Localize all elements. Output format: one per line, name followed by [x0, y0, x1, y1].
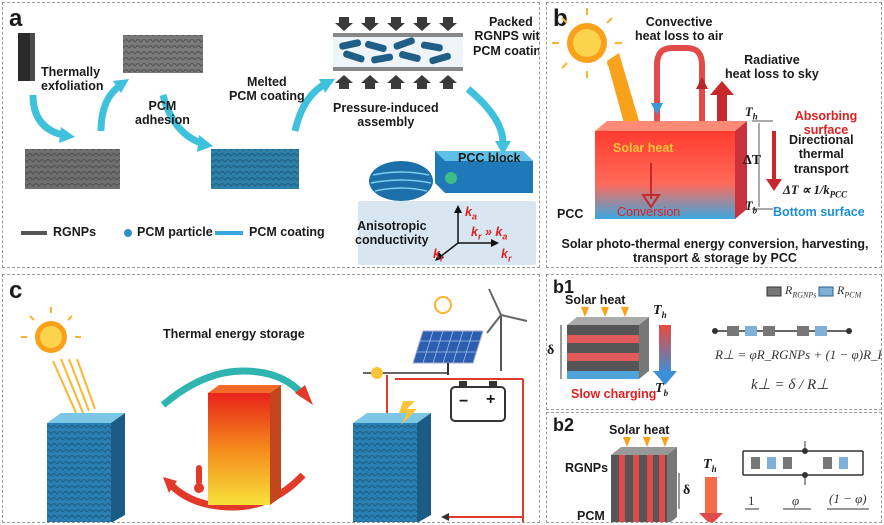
k-radial-label-1: kr	[433, 247, 444, 264]
panel-c-graphics	[21, 288, 528, 522]
panel-b-graphics	[552, 8, 782, 219]
bottom-surface-label: Bottom surface	[773, 205, 865, 219]
directional-label: Directional thermal transport	[789, 133, 854, 176]
legend-rgnps: RGNPs	[53, 225, 97, 239]
k-relation-label: kr » ka	[471, 225, 508, 242]
pcc-block-left	[47, 413, 125, 423]
panel-c: c Thermal energy storage	[2, 274, 540, 523]
th-label: Th	[745, 105, 758, 122]
b2-delta: δ	[683, 483, 691, 498]
b1-legend-pcm: RPCM	[837, 283, 862, 300]
cycle-arrow-top	[160, 367, 306, 408]
b1-tb: Tb	[655, 381, 669, 398]
legend-pcm-coating-swatch	[215, 231, 243, 235]
pcc-block-label: PCC block	[458, 151, 521, 165]
legend-pcm-particle: PCM particle	[137, 225, 213, 239]
legend-pcm-resistor	[818, 286, 834, 297]
panel-b2: b2 Solar heat	[546, 412, 882, 523]
thermal-storage-title: Thermal energy storage	[163, 327, 305, 341]
sun-icon-small	[434, 296, 452, 314]
battery-icon	[450, 386, 506, 422]
panel-a-label: a	[9, 5, 23, 32]
delta-t-label: ΔT	[743, 153, 762, 168]
battery-plus: +	[486, 391, 496, 408]
conversion-label: Conversion	[617, 205, 681, 219]
b1-th: Th	[653, 303, 667, 320]
arrow-curve-2	[97, 82, 124, 132]
radiative-arrow	[710, 81, 734, 95]
b1-slow-charging: Slow charging	[571, 387, 657, 401]
panel-b1: b1 Solar heat Th	[546, 274, 882, 410]
convective-label: Convective heat loss to air	[635, 15, 724, 44]
panel-a: a	[2, 2, 540, 268]
legend-rgnps-resistor	[766, 286, 782, 297]
panel-b1-label: b1	[553, 277, 575, 297]
b2-eq-oneminus: (1 − φ)	[829, 491, 867, 506]
pcc-slab-top	[595, 121, 747, 131]
pcc-slab-front	[595, 131, 735, 219]
b2-pcm-label: PCM	[577, 509, 605, 523]
lightning-icon	[399, 401, 417, 425]
layered-stack	[567, 317, 649, 379]
step-pressure: Pressure-induced assembly	[333, 101, 439, 130]
k-axial-label: ka	[465, 205, 477, 222]
pcc-label: PCC	[557, 207, 584, 221]
b2-eq-one: 1	[748, 493, 755, 508]
arrow-curve-5	[465, 86, 507, 144]
panel-b-caption: Solar photo-thermal energy conversion, h…	[561, 237, 869, 266]
press-assembly	[333, 17, 463, 89]
arrow-curve-1	[29, 94, 64, 139]
cycle-arrow-bottom	[168, 472, 306, 511]
heated-block	[208, 393, 270, 505]
anisotropic-box	[358, 201, 536, 265]
legend-rgnps-swatch	[21, 231, 47, 235]
panel-c-label: c	[9, 277, 23, 304]
solar-heat-label: Solar heat	[613, 141, 674, 155]
thermometer-icon	[196, 465, 202, 485]
step-melted-coating: Melted PCM coating	[229, 75, 305, 104]
panel-b-label: b	[553, 5, 568, 32]
relation-label: ΔT ∝ 1/kPCC	[783, 183, 848, 200]
panel-a-graphics	[18, 17, 536, 265]
b2-eq-phi: φ	[792, 493, 800, 508]
b1-solar-heat: Solar heat	[565, 293, 626, 307]
graphite-block	[18, 33, 30, 81]
fiber-bundle	[369, 161, 433, 201]
panel-b: b Convective heat loss	[546, 2, 882, 268]
pcc-block	[435, 151, 533, 193]
b2-rgnps-label: RGNPs	[565, 461, 609, 475]
b1-eq-resistance: R⊥ = φR_RGNPs + (1 − φ)R_PCM	[715, 347, 881, 362]
solar-beam	[607, 53, 639, 127]
b1-legend-rgnps: RRGNPs	[785, 283, 817, 300]
radiative-label: Radiative heat loss to sky	[725, 53, 819, 82]
legend-pcm-coating: PCM coating	[249, 225, 325, 239]
step-pcm-adhesion: PCM adhesion	[135, 99, 190, 128]
b1-delta: δ	[547, 343, 555, 358]
minus-marker	[371, 367, 383, 379]
tb-label: Tb	[745, 199, 758, 216]
b2-th: Th	[703, 457, 717, 474]
legend-pcm-particle-swatch	[124, 229, 132, 237]
pcc-block-right	[353, 413, 431, 423]
absorbing-surface-label: Absorbing surface	[794, 109, 858, 138]
panel-b2-label: b2	[553, 415, 575, 435]
arrow-curve-3	[159, 94, 203, 147]
step-exfoliation: Thermally exfoliation	[41, 65, 104, 94]
convective-loop	[654, 45, 705, 123]
panel-b2-graphics	[611, 437, 869, 522]
k-radial-label-2: kr	[501, 247, 512, 264]
pcc-slab-side	[735, 121, 747, 219]
b1-eq-conductivity: k⊥ = δ / R⊥	[751, 377, 830, 393]
vertical-stack	[611, 447, 677, 522]
battery-minus: −	[459, 393, 469, 410]
step-packed: Packed RGNPS with PCM coating	[473, 15, 540, 58]
anisotropic-label: Anisotropic conductivity	[355, 219, 429, 248]
b2-solar-heat: Solar heat	[609, 423, 670, 437]
panel-b1-graphics	[560, 286, 852, 385]
